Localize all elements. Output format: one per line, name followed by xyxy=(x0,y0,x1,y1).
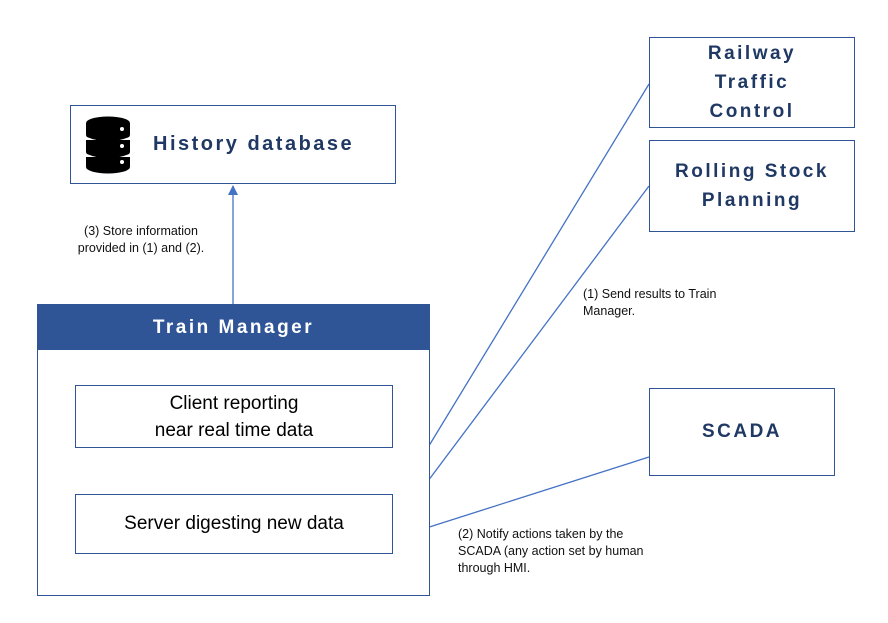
store-note: (3) Store information provided in (1) an… xyxy=(66,223,216,257)
server-digesting-label: Server digesting new data xyxy=(124,513,344,534)
train-manager-header: Train Manager xyxy=(38,305,429,350)
scada-box: SCADA xyxy=(649,388,835,476)
client-reporting-line1: Client reporting xyxy=(169,392,299,414)
send-note-line2: Manager. xyxy=(583,304,636,318)
database-icon xyxy=(85,116,131,173)
arrow-scada-to-server xyxy=(397,456,650,540)
history-database-box: History database xyxy=(70,105,396,184)
send-note-line1: (1) Send results to Train xyxy=(583,287,717,301)
rsp-line2: Planning xyxy=(701,190,803,211)
notify-note: (2) Notify actions taken by the SCADA (a… xyxy=(458,526,644,577)
notify-note-line1: (2) Notify actions taken by the xyxy=(458,527,624,541)
store-note-line1: (3) Store information xyxy=(84,224,198,238)
rtc-line3: Control xyxy=(709,101,795,122)
train-manager-title: Train Manager xyxy=(152,316,315,338)
notify-note-line3: through HMI. xyxy=(458,561,531,575)
client-reporting-line2: near real time data xyxy=(154,419,314,441)
rtc-line1: Railway xyxy=(707,43,797,64)
server-digesting-box: Server digesting new data xyxy=(75,494,393,554)
railway-traffic-control-box: Railway Traffic Control xyxy=(649,37,855,128)
rsp-line1: Rolling Stock xyxy=(675,161,829,182)
rolling-stock-planning-box: Rolling Stock Planning xyxy=(649,140,855,232)
scada-label: SCADA xyxy=(701,421,783,442)
history-database-label: History database xyxy=(153,133,355,155)
store-note-line2: provided in (1) and (2). xyxy=(77,241,205,255)
send-note: (1) Send results to Train Manager. xyxy=(583,286,716,320)
arrow-rsp-to-server xyxy=(397,185,650,522)
train-manager-box: Train Manager Client reporting near real… xyxy=(37,304,430,596)
notify-note-line2: SCADA (any action set by human xyxy=(458,544,644,558)
client-reporting-box: Client reporting near real time data xyxy=(75,385,393,448)
rtc-line2: Traffic xyxy=(714,72,790,93)
arrow-rtc-to-server xyxy=(395,83,650,501)
